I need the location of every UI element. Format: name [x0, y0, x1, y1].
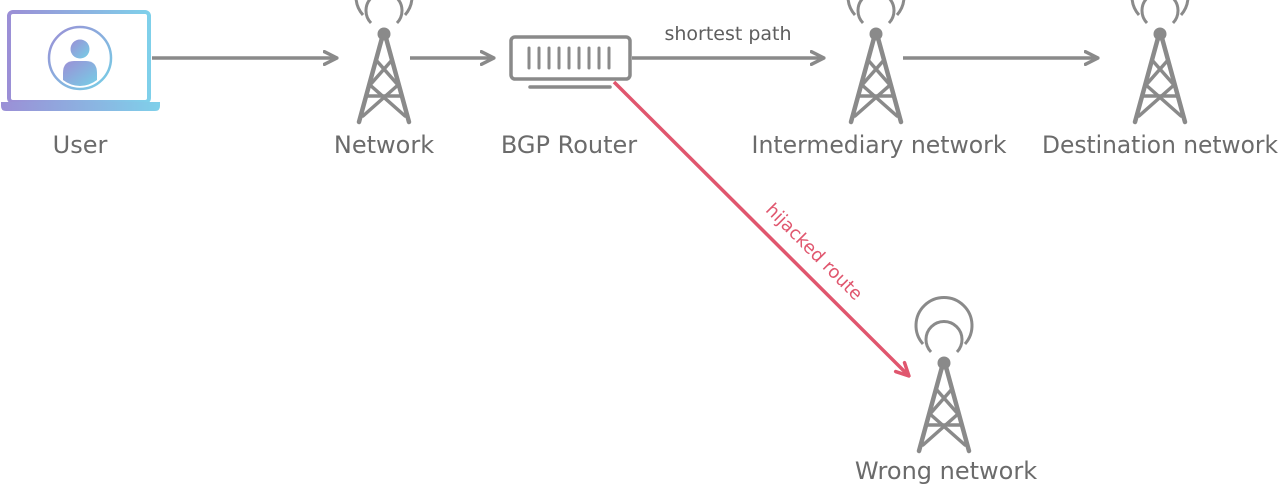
hijacked-route-label: hijacked route — [761, 199, 866, 304]
shortest-path-label: shortest path — [664, 23, 791, 45]
destination-tower-icon — [1132, 0, 1188, 122]
wrong-network-label: Wrong network — [855, 457, 1037, 485]
destination-network-label: Destination network — [1042, 131, 1278, 159]
user-avatar-icon — [47, 25, 113, 91]
intermediary-network-label: Intermediary network — [752, 131, 1007, 159]
edge-hijacked-route — [612, 80, 909, 376]
network-label: Network — [334, 131, 434, 159]
network-tower-icon — [356, 0, 412, 122]
intermediary-tower-icon — [848, 0, 904, 122]
wrong-network-tower-icon — [916, 297, 972, 451]
bgp-router-label: BGP Router — [501, 131, 637, 159]
router-icon — [509, 35, 632, 89]
user-label: User — [53, 131, 108, 159]
